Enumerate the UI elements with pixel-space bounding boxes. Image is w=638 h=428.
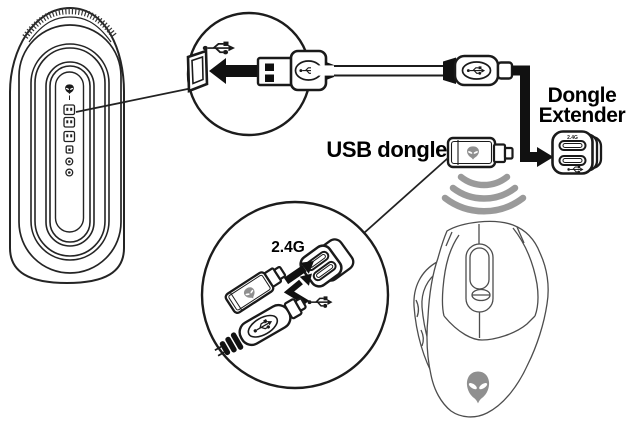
insert-arrow-icon <box>283 261 314 285</box>
usb-cable <box>311 65 444 77</box>
tower-vent-hatching <box>22 7 118 39</box>
magnifier-circle-24g <box>200 200 390 390</box>
wireless-waves-icon <box>441 173 527 215</box>
elbow-arrow-icon <box>512 65 554 167</box>
gaming-mouse <box>413 220 549 418</box>
usb-dongle-icon <box>446 136 514 169</box>
tower-front-ports <box>63 84 76 177</box>
mouse-thumb-rest <box>413 261 438 380</box>
magnifier-circle-usb <box>186 11 334 137</box>
usb-c-cable-connector-icon <box>214 297 307 357</box>
desktop-tower <box>9 6 125 285</box>
insert-arrow-icon <box>209 58 257 84</box>
wireless-mode-label: 2.4G <box>271 239 305 256</box>
dongle-extender-label-line1: Dongle <box>547 84 617 107</box>
usb-dongle-icon <box>224 265 287 315</box>
dongle-extender-icon: 2.4G <box>551 130 603 175</box>
mouse-body <box>426 220 549 418</box>
callout-line-usb-port <box>75 87 191 113</box>
scroll-wheel <box>465 243 494 313</box>
usb-dongle-label: USB dongle <box>326 137 447 162</box>
usb-a-connector-icon <box>256 49 334 92</box>
extender-port-label: 2.4G <box>567 135 578 141</box>
dongle-extender-label-line2: Extender <box>538 104 626 127</box>
usb-c-connector-icon <box>443 54 514 87</box>
dongle-extender-label: Dongle Extender <box>527 84 637 127</box>
usb-port-socket-icon <box>186 49 209 93</box>
mouse-button-split <box>443 315 536 341</box>
callout-line-dongle <box>363 157 449 234</box>
